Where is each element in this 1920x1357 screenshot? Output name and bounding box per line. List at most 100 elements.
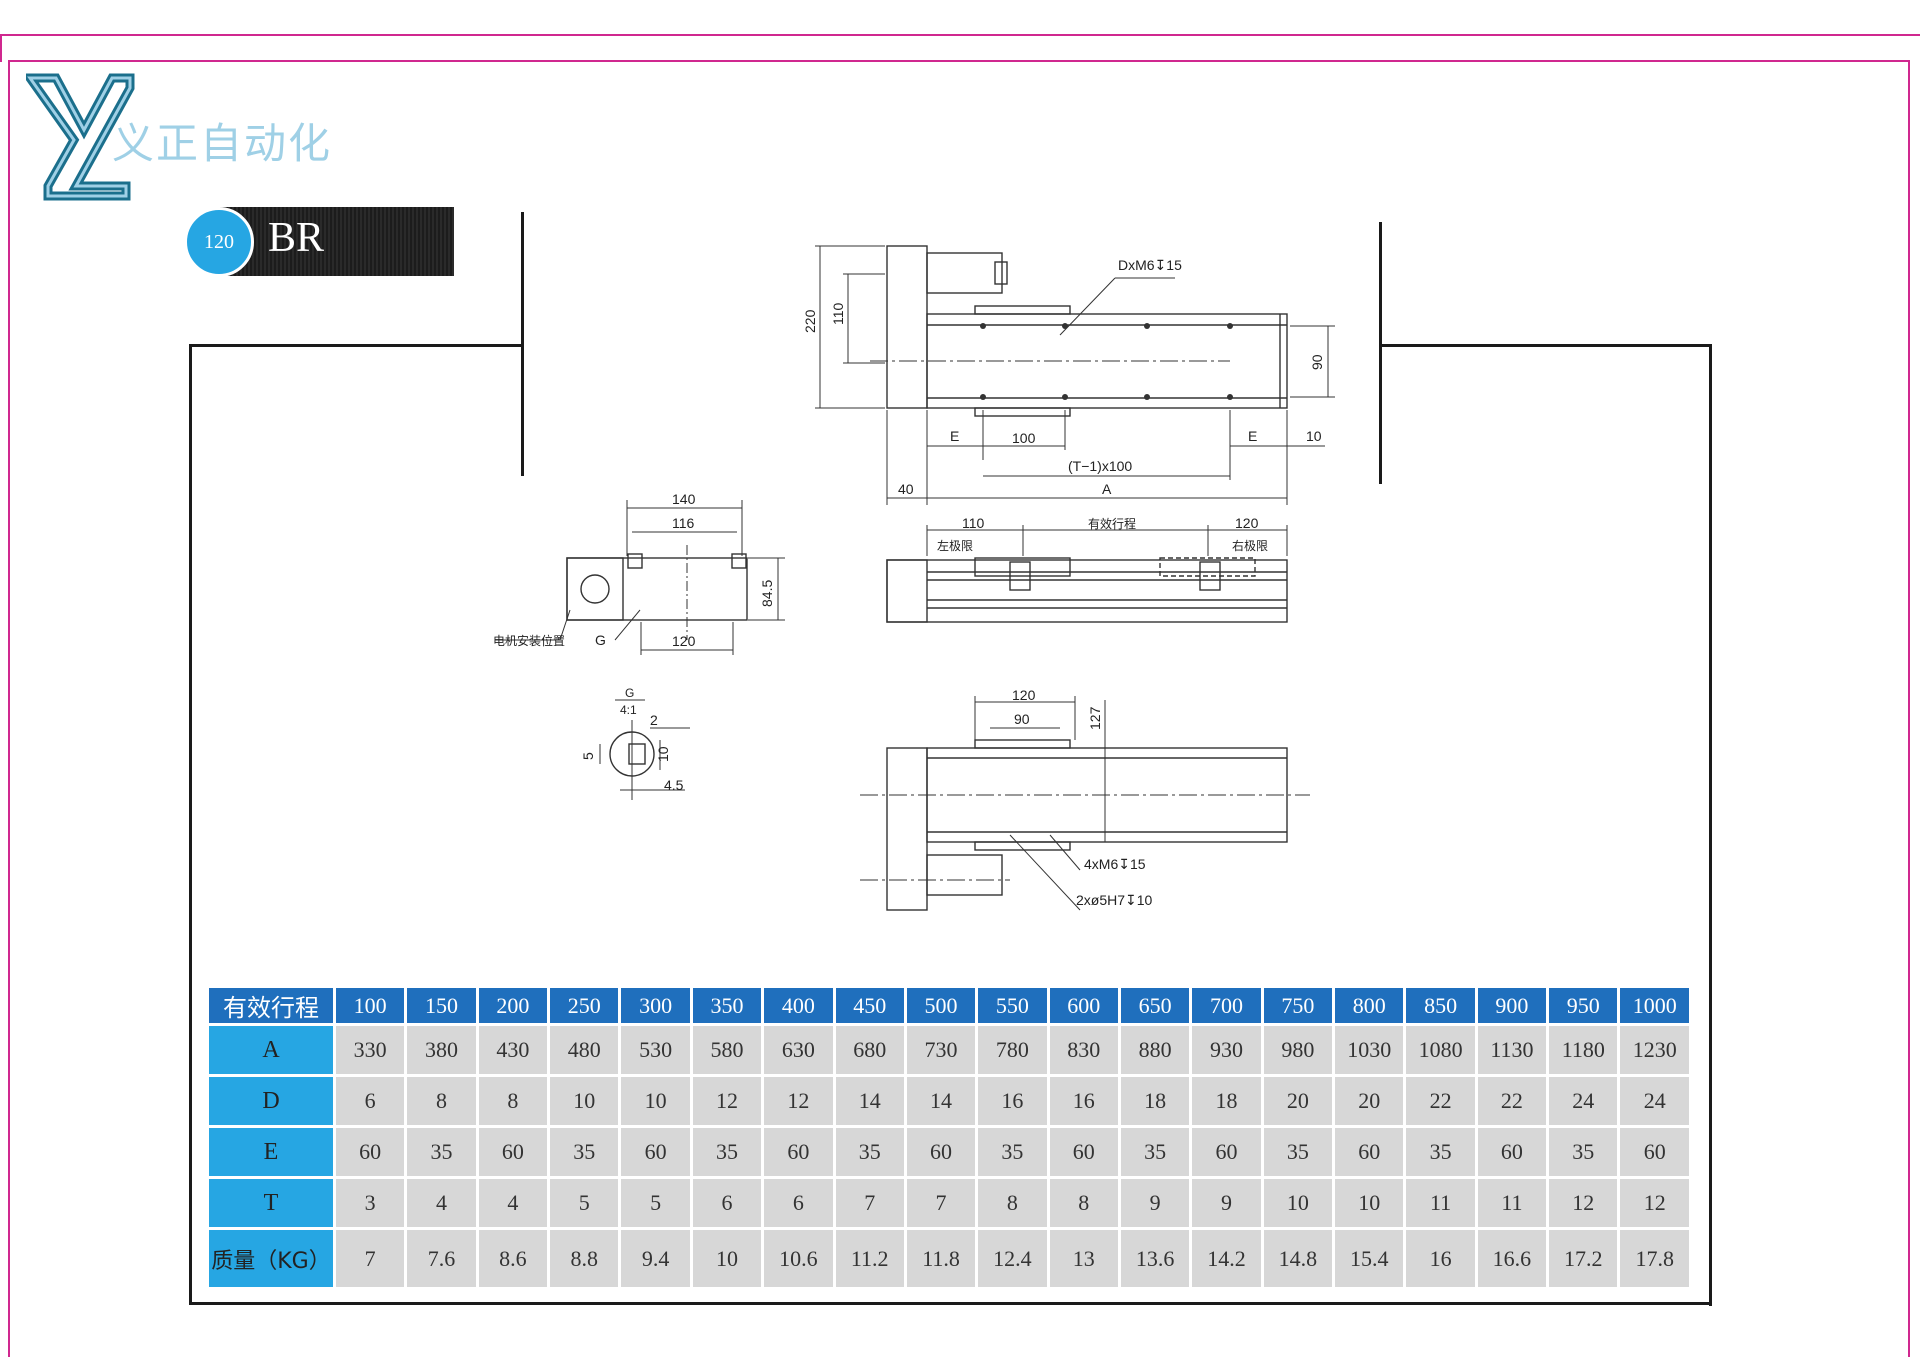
table-cell: 16 bbox=[1406, 1230, 1475, 1287]
table-cell: 14 bbox=[906, 1077, 976, 1126]
table-cell: 1130 bbox=[1477, 1026, 1547, 1075]
table-cell: 12 bbox=[1549, 1179, 1618, 1228]
table-cell: 60 bbox=[1192, 1128, 1261, 1177]
table-cell: 10 bbox=[621, 1077, 690, 1126]
table-cell: 3 bbox=[336, 1179, 405, 1228]
row-label: D bbox=[209, 1077, 333, 1126]
stroke-header-cell: 500 bbox=[906, 988, 976, 1023]
table-cell: 10 bbox=[1263, 1179, 1333, 1228]
company-name: 义正自动化 bbox=[112, 119, 333, 168]
table-cell: 35 bbox=[1406, 1128, 1475, 1177]
company-logo bbox=[26, 73, 135, 201]
stroke-header-cell: 850 bbox=[1406, 988, 1475, 1023]
stroke-header-cell: 300 bbox=[621, 988, 690, 1023]
model-name: BR bbox=[268, 215, 325, 261]
frame-top-left-tick bbox=[521, 212, 524, 476]
page-border-top-inner bbox=[8, 60, 1910, 62]
callout-holes: 4xM6↧15 bbox=[1084, 856, 1146, 872]
motor-mount-label: 电机安装位置 bbox=[493, 633, 565, 648]
dim-e-right: E bbox=[1248, 428, 1257, 444]
stroke-header-cell: 550 bbox=[978, 988, 1047, 1023]
table-cell: 8 bbox=[407, 1077, 476, 1126]
table-cell: 24 bbox=[1549, 1077, 1618, 1126]
table-cell: 18 bbox=[1120, 1077, 1190, 1126]
dim-100: 100 bbox=[1012, 430, 1036, 446]
table-cell: 12 bbox=[692, 1077, 762, 1126]
table-cell: 8 bbox=[978, 1179, 1047, 1228]
row-label: T bbox=[209, 1179, 333, 1228]
table-cell: 9.4 bbox=[621, 1230, 690, 1287]
table-cell: 60 bbox=[1049, 1128, 1118, 1177]
callout-pins: 2xø5H7↧10 bbox=[1076, 892, 1153, 908]
table-cell: 35 bbox=[978, 1128, 1047, 1177]
detail-g-dim-10: 10 bbox=[655, 746, 671, 762]
table-cell: 630 bbox=[764, 1026, 833, 1075]
table-cell: 9 bbox=[1192, 1179, 1261, 1228]
table-cell: 11.2 bbox=[835, 1230, 904, 1287]
table-cell: 17.2 bbox=[1549, 1230, 1618, 1287]
stroke-header-cell: 400 bbox=[764, 988, 833, 1023]
stroke-header-cell: 800 bbox=[1335, 988, 1404, 1023]
table-cell: 15.4 bbox=[1335, 1230, 1404, 1287]
table-cell: 5 bbox=[550, 1179, 619, 1228]
table-cell: 20 bbox=[1335, 1077, 1404, 1126]
table-cell: 16 bbox=[1049, 1077, 1118, 1126]
table-cell: 35 bbox=[1549, 1128, 1618, 1177]
label-g: G bbox=[595, 632, 606, 648]
table-cell: 17.8 bbox=[1620, 1230, 1689, 1287]
technical-drawing: DxM6↧15 220 110 90 E 100 E 10 (T−1)x100 … bbox=[493, 245, 1335, 911]
table-cell: 60 bbox=[1335, 1128, 1404, 1177]
table-cell: 14 bbox=[835, 1077, 904, 1126]
table-cell: 7.6 bbox=[407, 1230, 476, 1287]
frame-top-right-tick bbox=[1379, 222, 1382, 484]
table-cell: 35 bbox=[692, 1128, 762, 1177]
table-cell: 1180 bbox=[1549, 1026, 1618, 1075]
table-cell: 4 bbox=[407, 1179, 476, 1228]
table-cell: 14.8 bbox=[1263, 1230, 1333, 1287]
table-cell: 60 bbox=[1477, 1128, 1547, 1177]
table-cell: 880 bbox=[1120, 1026, 1190, 1075]
dim-110: 110 bbox=[830, 302, 846, 325]
stroke-header-cell: 650 bbox=[1120, 988, 1190, 1023]
stroke-header-cell: 900 bbox=[1477, 988, 1547, 1023]
table-cell: 10 bbox=[550, 1077, 619, 1126]
table-cell: 9 bbox=[1120, 1179, 1190, 1228]
dim-a: A bbox=[1102, 481, 1112, 497]
table-cell: 35 bbox=[835, 1128, 904, 1177]
table-cell: 4 bbox=[478, 1179, 548, 1228]
table-cell: 1230 bbox=[1620, 1026, 1689, 1075]
dim-90: 90 bbox=[1309, 354, 1325, 370]
table-cell: 830 bbox=[1049, 1026, 1118, 1075]
left-limit-label: 左极限 bbox=[937, 538, 973, 553]
dim-10: 10 bbox=[1306, 428, 1322, 444]
table-cell: 8.6 bbox=[478, 1230, 548, 1287]
stroke-header-label: 有效行程 bbox=[209, 988, 333, 1023]
stroke-header-cell: 750 bbox=[1263, 988, 1333, 1023]
right-limit-label: 右极限 bbox=[1232, 538, 1268, 553]
dim-end-116: 116 bbox=[672, 515, 695, 531]
model-badge-bar bbox=[220, 207, 454, 276]
dim-e-left: E bbox=[950, 428, 959, 444]
table-cell: 330 bbox=[336, 1026, 405, 1075]
table-cell: 12 bbox=[1620, 1179, 1689, 1228]
table-cell: 13 bbox=[1049, 1230, 1118, 1287]
table-cell: 680 bbox=[835, 1026, 904, 1075]
table-cell: 10 bbox=[1335, 1179, 1404, 1228]
page-border-right bbox=[1908, 60, 1910, 1357]
stroke-header-cell: 200 bbox=[478, 988, 548, 1023]
page-border-left-outer bbox=[0, 34, 2, 62]
table-cell: 930 bbox=[1192, 1026, 1261, 1075]
table-cell: 22 bbox=[1406, 1077, 1475, 1126]
stroke-header-cell: 600 bbox=[1049, 988, 1118, 1023]
stroke-header-cell: 150 bbox=[407, 988, 476, 1023]
table-cell: 20 bbox=[1263, 1077, 1333, 1126]
table-cell: 6 bbox=[764, 1179, 833, 1228]
table-cell: 60 bbox=[764, 1128, 833, 1177]
